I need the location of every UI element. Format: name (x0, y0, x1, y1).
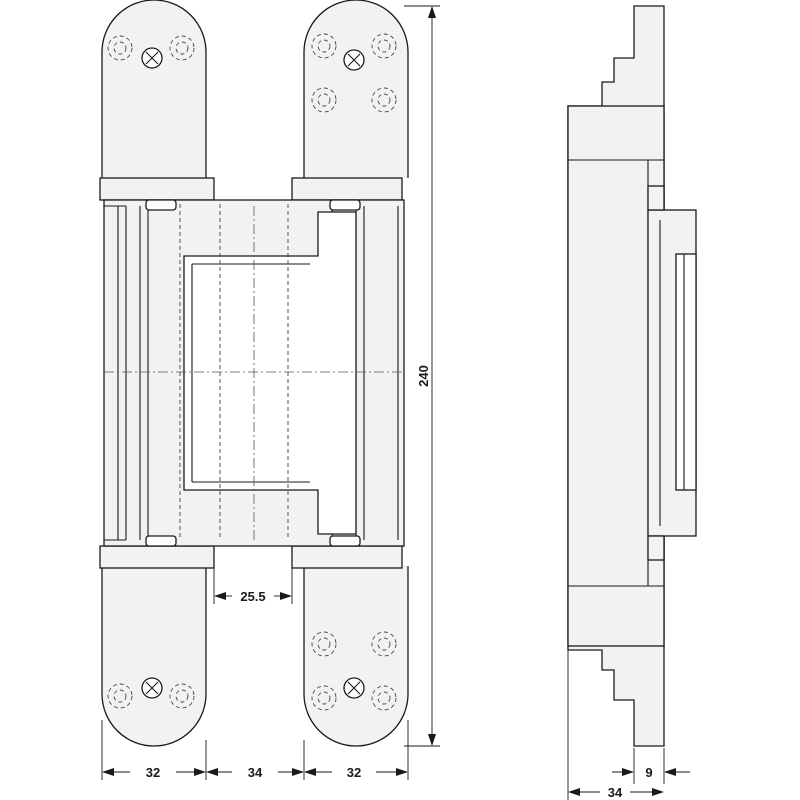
inner-cutout (183, 211, 357, 535)
bottom-right-screw (311, 631, 397, 711)
front-view: 240 25.5 (99, 0, 440, 780)
bottom-left-plate (99, 545, 215, 569)
left-upper-leaf (101, 0, 207, 178)
bottom-right-plate (291, 545, 403, 569)
bottom-left-screw (107, 677, 195, 709)
dimension-label-right-leaf: 32 (347, 765, 361, 780)
right-lower-leaf (303, 566, 409, 747)
top-right-screw (311, 33, 397, 113)
dimension-label-total-height: 240 (416, 365, 431, 387)
dimension-bottom-row: 32 34 32 (101, 720, 409, 780)
dimension-label-left-leaf: 32 (146, 765, 160, 780)
dimension-label-side-offset: 9 (645, 765, 652, 780)
dimension-label-leaf-spacing: 25.5 (240, 589, 265, 604)
top-left-screw (107, 35, 195, 69)
dimension-side-offset: 9 (612, 748, 690, 784)
dimension-side-depth: 34 (567, 650, 664, 800)
top-right-plate (291, 177, 403, 201)
dimension-label-center-body: 34 (248, 765, 263, 780)
side-view: 9 34 (567, 5, 697, 800)
dimension-label-side-depth: 34 (608, 785, 623, 800)
dimension-leaf-spacing: 25.5 (213, 568, 293, 604)
dimension-total-height: 240 (404, 5, 440, 747)
top-left-plate (99, 177, 215, 201)
left-lower-leaf (101, 566, 207, 747)
